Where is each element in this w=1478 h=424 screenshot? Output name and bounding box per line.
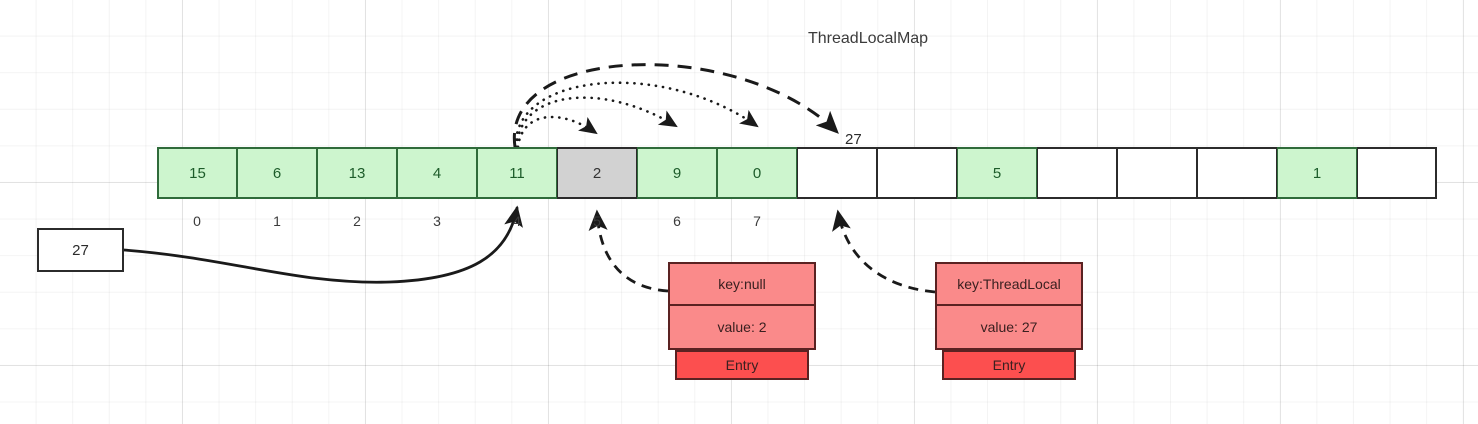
index-label-6: 6 bbox=[673, 213, 681, 229]
entry-value-row: value: 2 bbox=[717, 319, 767, 335]
table-slot-2: 13 bbox=[317, 147, 397, 199]
table-slot-14: 1 bbox=[1277, 147, 1357, 199]
table-slot-0: 15 bbox=[157, 147, 237, 199]
index-label-3: 3 bbox=[433, 213, 441, 229]
source-value-box: 27 bbox=[37, 228, 124, 272]
entry-value-row: value: 27 bbox=[980, 319, 1038, 335]
table-slot-9 bbox=[877, 147, 957, 199]
table-slot-15 bbox=[1357, 147, 1437, 199]
index-label-7: 7 bbox=[753, 213, 761, 229]
index-label-2: 2 bbox=[353, 213, 361, 229]
table-slot-6: 9 bbox=[637, 147, 717, 199]
entry-node-stale: key:null value: 2 Entry bbox=[668, 262, 816, 380]
table-slot-8 bbox=[797, 147, 877, 199]
index-label-4: 4 bbox=[513, 213, 521, 229]
table-slot-1: 6 bbox=[237, 147, 317, 199]
table-slot-12 bbox=[1117, 147, 1197, 199]
entry-type-tag: Entry bbox=[675, 350, 809, 380]
table-slot-10: 5 bbox=[957, 147, 1037, 199]
probe-arc-4-to-6 bbox=[515, 96, 678, 149]
table-slot-13 bbox=[1197, 147, 1277, 199]
table-slot-11 bbox=[1037, 147, 1117, 199]
source-to-index4-arrow bbox=[122, 205, 523, 284]
index-label-5: 5 bbox=[593, 213, 601, 229]
table-slot-7: 0 bbox=[717, 147, 797, 199]
entry-node-new: key:ThreadLocal value: 27 Entry bbox=[935, 262, 1083, 380]
entry-key-row: key:null bbox=[670, 264, 814, 306]
insert-arc-4-to-8 bbox=[512, 63, 839, 148]
table-slot-4: 11 bbox=[477, 147, 557, 199]
entry-kv-box: key:ThreadLocal value: 27 bbox=[935, 262, 1083, 350]
probe-value-label: 27 bbox=[845, 131, 862, 148]
table-slot-3: 4 bbox=[397, 147, 477, 199]
entry-type-tag: Entry bbox=[942, 350, 1076, 380]
stale-entry-to-index5-arrow bbox=[588, 209, 669, 293]
probe-arc-4-to-7 bbox=[514, 81, 759, 149]
index-label-0: 0 bbox=[193, 213, 201, 229]
table-slot-5: 2 bbox=[557, 147, 637, 199]
new-entry-to-index8-arrow bbox=[832, 209, 936, 294]
entry-kv-box: key:null value: 2 bbox=[668, 262, 816, 350]
entry-key-row: key:ThreadLocal bbox=[937, 264, 1081, 306]
index-label-1: 1 bbox=[273, 213, 281, 229]
probe-arc-4-to-5 bbox=[516, 115, 598, 149]
diagram-title: ThreadLocalMap bbox=[808, 30, 929, 47]
